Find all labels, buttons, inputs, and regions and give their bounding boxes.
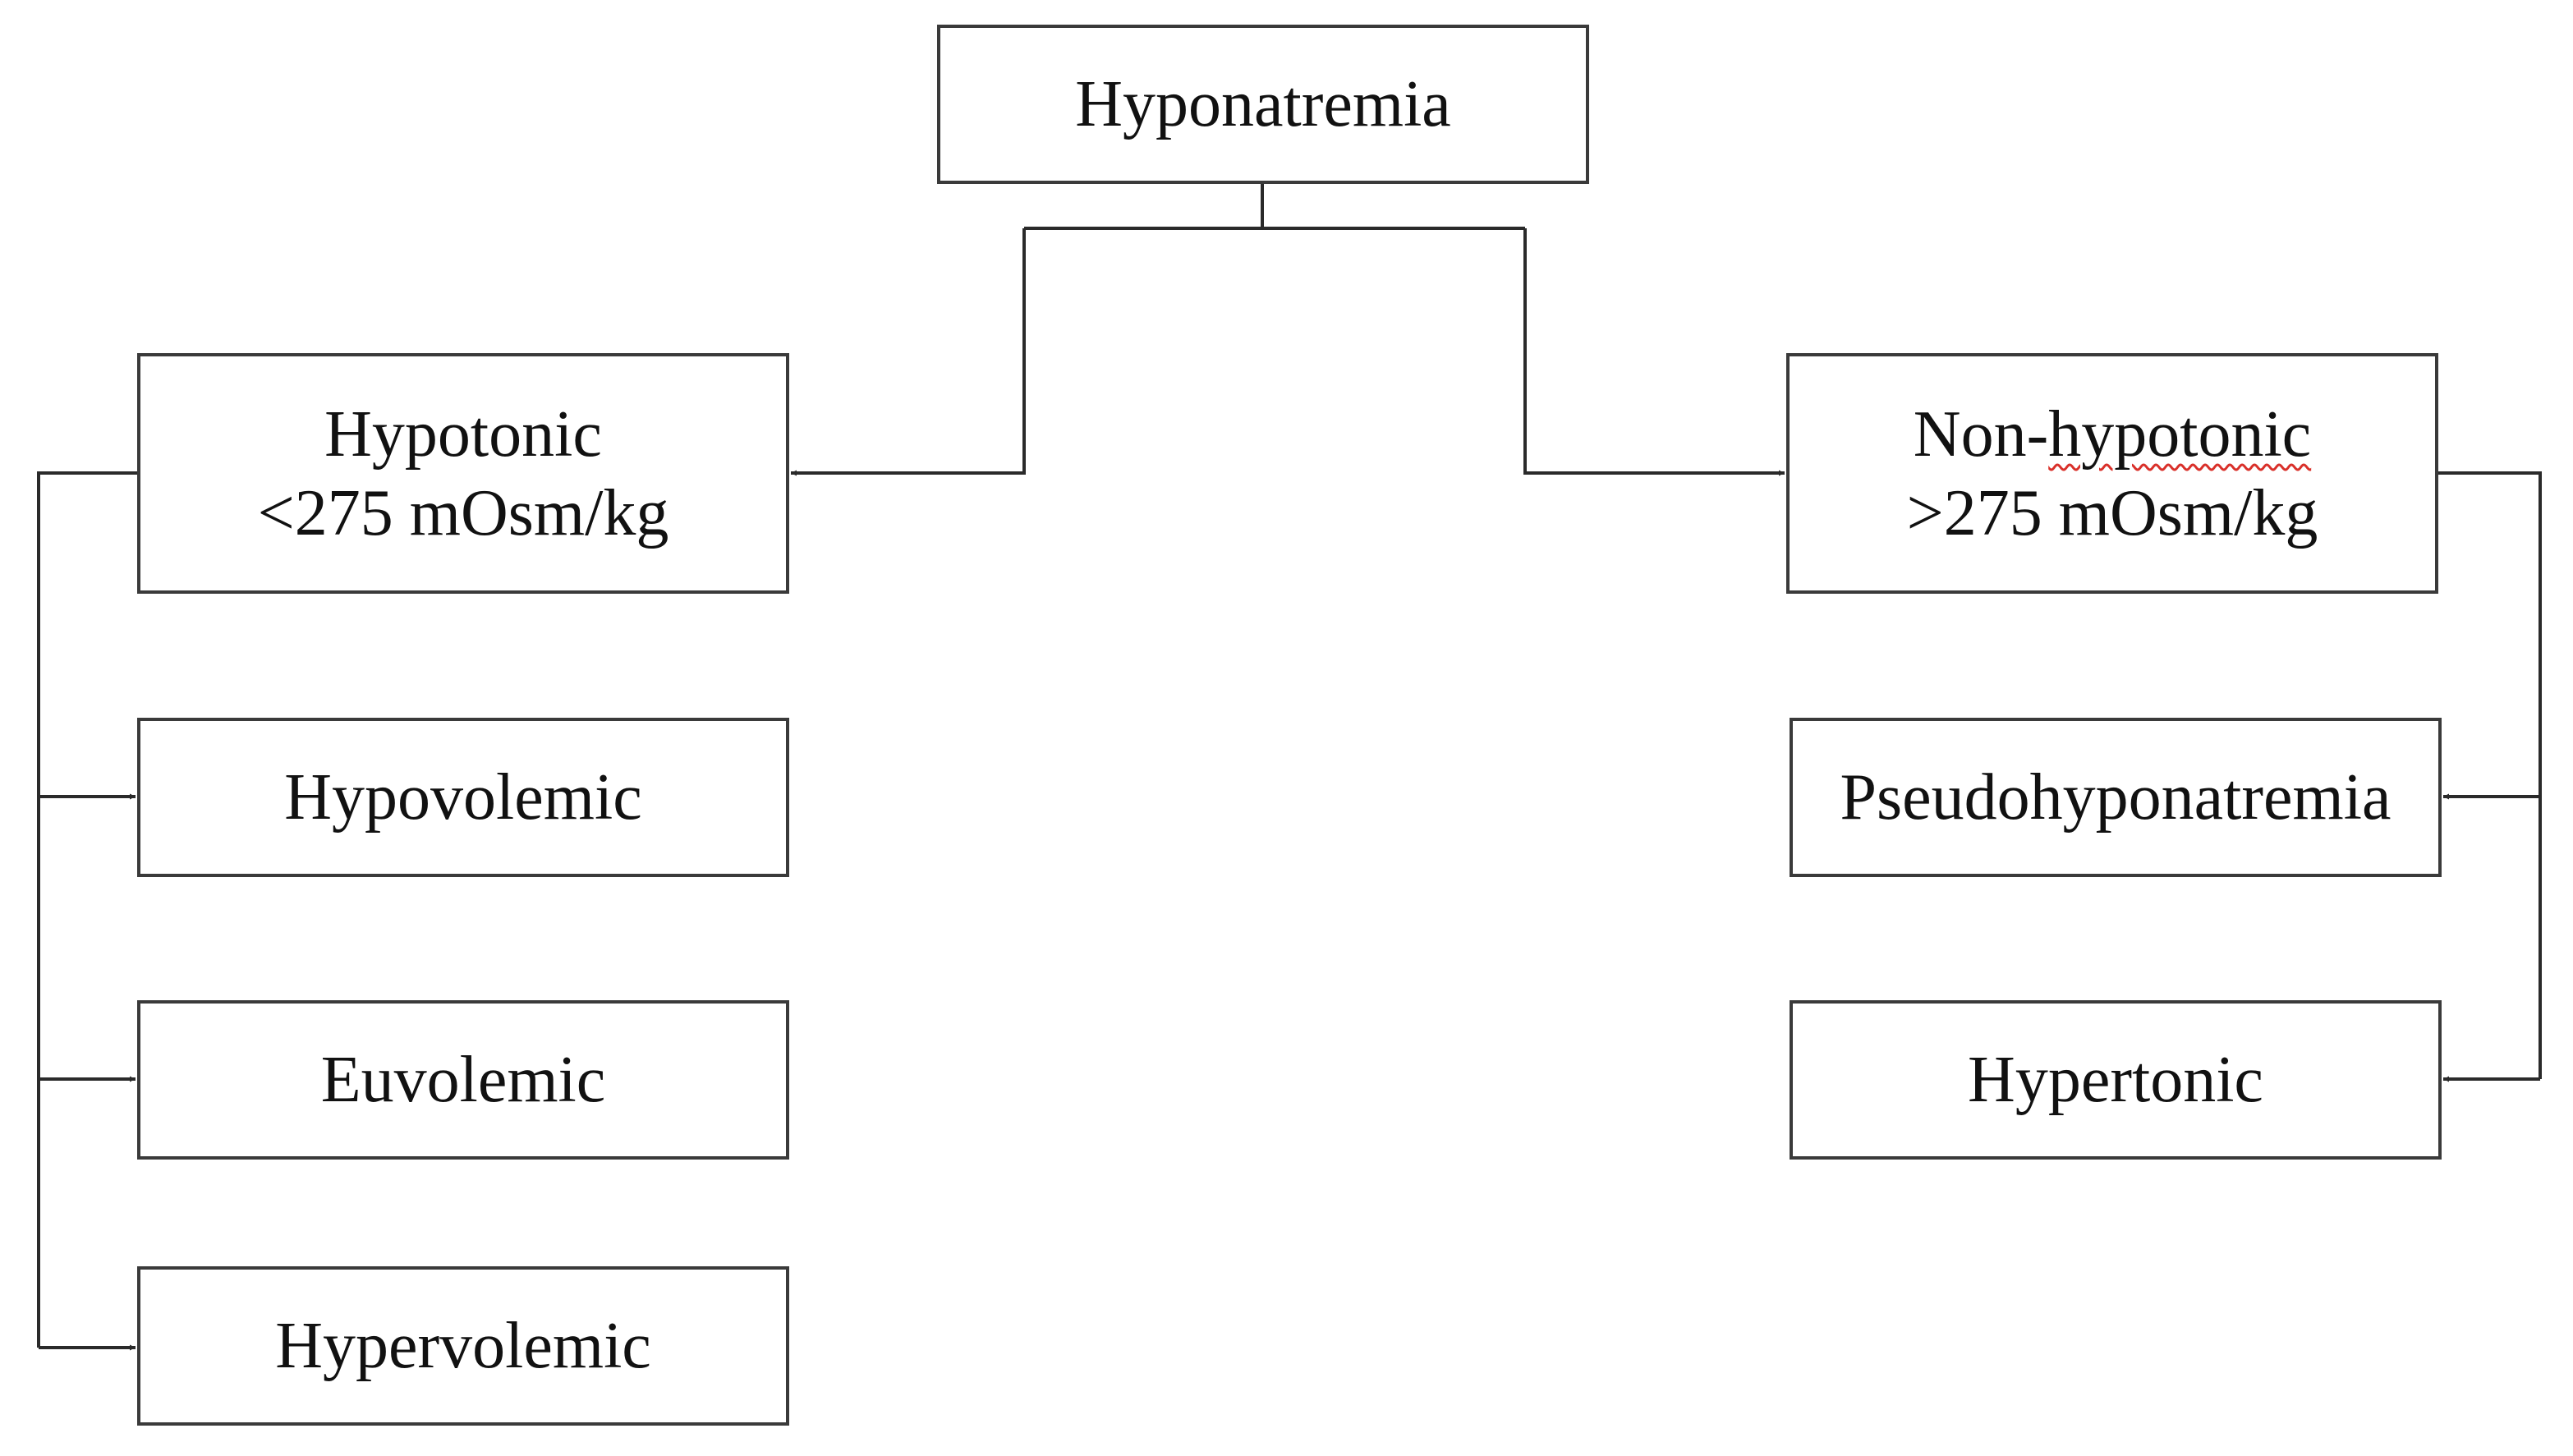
node-euvolemic-label: Euvolemic (320, 1044, 606, 1116)
node-non-hypotonic-label-prefix: Non- (1913, 397, 2049, 471)
node-hyponatremia: Hyponatremia (937, 25, 1589, 184)
connector-non-hypotonic-bus (2438, 471, 2542, 1079)
node-non-hypotonic-label-marked: hypotonic (2048, 397, 2312, 471)
arrow-root-to-non-hypotonic (1523, 228, 1785, 476)
node-hypervolemic-label: Hypervolemic (275, 1310, 651, 1382)
connector-hypotonic-bus (37, 471, 137, 1348)
node-euvolemic: Euvolemic (137, 1000, 789, 1160)
node-pseudohyponatremia: Pseudohyponatremia (1790, 718, 2442, 877)
node-pseudohyponatremia-label: Pseudohyponatremia (1840, 761, 2392, 834)
node-non-hypotonic-threshold: >275 mOsm/kg (1906, 476, 2318, 549)
arrow-root-to-hypotonic (791, 228, 1026, 476)
node-hypertonic-label: Hypertonic (1968, 1044, 2263, 1116)
node-hypovolemic-label: Hypovolemic (284, 761, 642, 834)
node-hypotonic: Hypotonic <275 mOsm/kg (137, 353, 789, 594)
node-non-hypotonic-label: Non-hypotonic (1914, 395, 2311, 474)
node-hypotonic-label: Hypotonic (324, 397, 602, 471)
node-hypotonic-threshold: <275 mOsm/kg (257, 476, 669, 549)
node-hypervolemic: Hypervolemic (137, 1266, 789, 1426)
node-hyponatremia-label: Hyponatremia (1075, 68, 1451, 140)
node-hypertonic: Hypertonic (1790, 1000, 2442, 1160)
node-non-hypotonic: Non-hypotonic >275 mOsm/kg (1786, 353, 2438, 594)
node-hypovolemic: Hypovolemic (137, 718, 789, 877)
